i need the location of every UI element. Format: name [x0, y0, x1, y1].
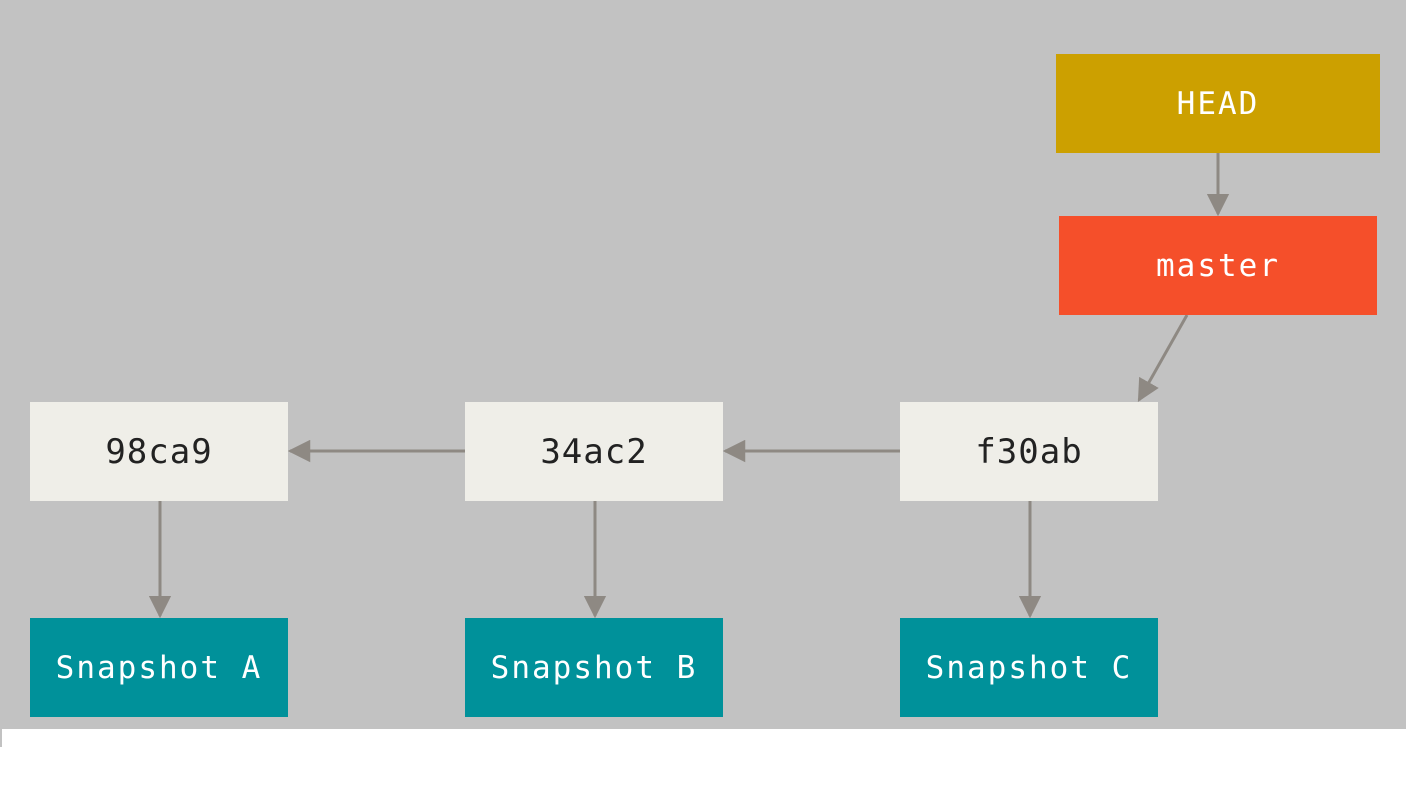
commit-hash: f30ab [975, 431, 1083, 472]
head-label: HEAD [1176, 85, 1260, 122]
master-branch: master [1059, 216, 1377, 315]
snapshot-c: Snapshot C [900, 618, 1158, 717]
snapshot-b: Snapshot B [465, 618, 723, 717]
snapshot-a: Snapshot A [30, 618, 288, 717]
commit-hash: 98ca9 [105, 431, 213, 472]
commit-34ac2: 34ac2 [465, 402, 723, 501]
branch-label: master [1156, 247, 1280, 284]
snapshot-label: Snapshot C [925, 649, 1133, 686]
canvas-edge [0, 729, 2, 747]
git-commit-diagram: HEAD master 98ca9 34ac2 f30ab Snapshot A… [0, 0, 1406, 729]
snapshot-label: Snapshot B [490, 649, 698, 686]
head-pointer: HEAD [1056, 54, 1380, 153]
commit-f30ab: f30ab [900, 402, 1158, 501]
arrow-layer [148, 153, 1230, 619]
snapshot-label: Snapshot A [55, 649, 263, 686]
commit-hash: 34ac2 [540, 431, 648, 472]
arrow-master-to-f30ab [1137, 314, 1189, 402]
commit-98ca9: 98ca9 [30, 402, 288, 501]
